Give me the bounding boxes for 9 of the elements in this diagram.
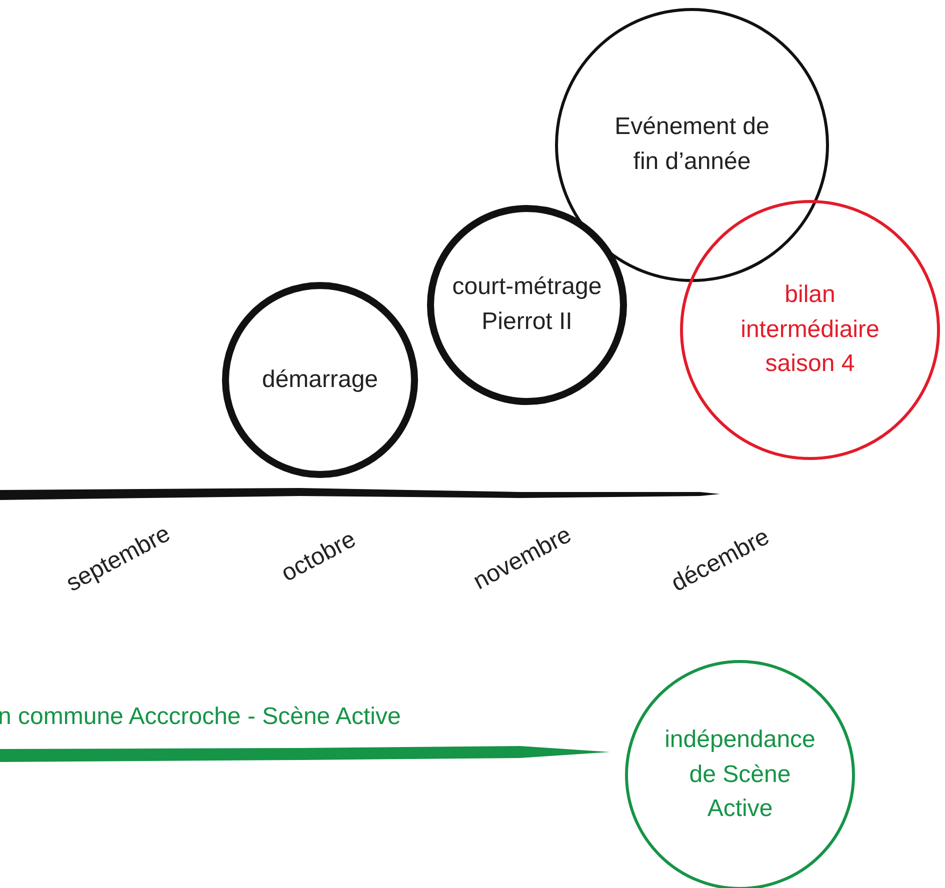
node-text: indépendance de Scène Active — [664, 724, 816, 824]
node-text: court-métrage Pierrot II — [451, 272, 603, 337]
node-text: démarrage — [262, 364, 378, 395]
circle-node — [427, 205, 627, 405]
circle-node — [625, 660, 855, 888]
circle-node — [680, 200, 940, 460]
node-text: Evénement de fin d’année — [614, 112, 770, 177]
node-text: bilan intermédiaire saison 4 — [740, 280, 880, 380]
circle-node — [222, 282, 418, 478]
